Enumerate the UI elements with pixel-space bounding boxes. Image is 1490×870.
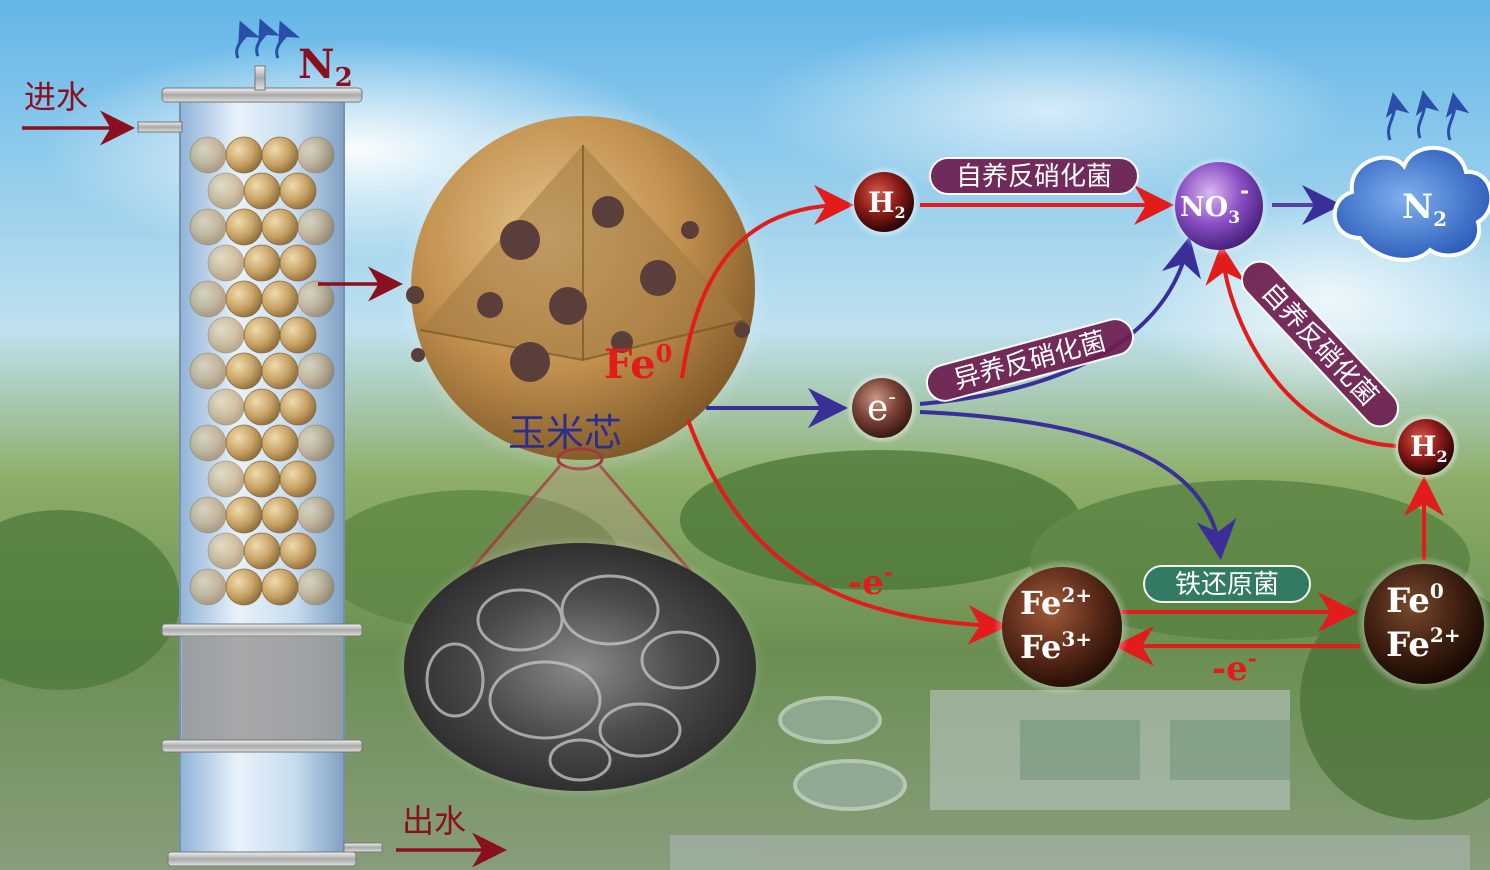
packed-bead bbox=[190, 353, 226, 389]
packed-bead bbox=[262, 353, 298, 389]
packed-bead bbox=[226, 353, 262, 389]
packed-bead bbox=[244, 173, 280, 209]
packed-bead bbox=[244, 461, 280, 497]
iron-ions-node: Fe2+ Fe3+ bbox=[994, 559, 1130, 695]
h2-right-node: H2 bbox=[1392, 413, 1460, 481]
packed-bead bbox=[298, 137, 334, 173]
packed-bead bbox=[298, 425, 334, 461]
iron-solid-node: Fe0 Fe2+ bbox=[1356, 556, 1490, 692]
packed-bead bbox=[208, 389, 244, 425]
column-mid-flange bbox=[162, 624, 362, 636]
gas-outlet-pipe bbox=[255, 66, 265, 90]
svg-text:自养反硝化菌: 自养反硝化菌 bbox=[956, 162, 1112, 192]
pill-autotrophic-top: 自养反硝化菌 bbox=[930, 158, 1138, 194]
packed-bead bbox=[244, 389, 280, 425]
packed-bead bbox=[208, 245, 244, 281]
outlet-label: 出水 bbox=[402, 802, 466, 840]
composite-particle: Fe0 玉米芯 bbox=[395, 100, 771, 476]
packed-bead bbox=[226, 569, 262, 605]
packed-bead bbox=[226, 497, 262, 533]
packed-bead bbox=[280, 461, 316, 497]
packed-bead bbox=[190, 497, 226, 533]
packed-bead bbox=[226, 137, 262, 173]
packed-bead bbox=[208, 173, 244, 209]
packed-bead bbox=[208, 317, 244, 353]
core-label: 玉米芯 bbox=[508, 411, 622, 455]
packed-bead bbox=[262, 569, 298, 605]
packed-bead bbox=[280, 533, 316, 569]
nitrate-node: NO3- bbox=[1169, 156, 1269, 256]
packed-bead bbox=[226, 281, 262, 317]
packed-bead bbox=[190, 137, 226, 173]
packed-bead bbox=[226, 425, 262, 461]
packed-bead bbox=[298, 281, 334, 317]
packed-bead bbox=[190, 281, 226, 317]
packed-bead bbox=[262, 497, 298, 533]
packed-bead bbox=[280, 173, 316, 209]
support-mesh bbox=[182, 636, 342, 742]
pill-iron-reducing: 铁还原菌 bbox=[1144, 566, 1310, 602]
packed-bead bbox=[244, 245, 280, 281]
packed-bead bbox=[298, 209, 334, 245]
packed-bead bbox=[244, 533, 280, 569]
packed-bead bbox=[244, 317, 280, 353]
packed-bead bbox=[262, 281, 298, 317]
inlet-pipe bbox=[138, 122, 182, 132]
packed-bead bbox=[280, 389, 316, 425]
packed-bead bbox=[280, 317, 316, 353]
packed-bead bbox=[280, 245, 316, 281]
packed-bead bbox=[226, 209, 262, 245]
inlet-label: 进水 bbox=[24, 78, 88, 116]
column-low-flange bbox=[162, 740, 362, 752]
packed-bead bbox=[190, 569, 226, 605]
packed-bead bbox=[262, 209, 298, 245]
packed-bead bbox=[190, 425, 226, 461]
packed-bead bbox=[262, 137, 298, 173]
h2-top-node: H2 bbox=[848, 166, 920, 238]
packed-bead bbox=[298, 497, 334, 533]
packed-bead bbox=[190, 209, 226, 245]
packed-bead bbox=[208, 461, 244, 497]
outlet-pipe bbox=[344, 843, 382, 852]
electron-node: e- bbox=[846, 372, 918, 444]
packed-bead bbox=[208, 533, 244, 569]
svg-text:铁还原菌: 铁还原菌 bbox=[1175, 570, 1279, 600]
packed-bead bbox=[262, 425, 298, 461]
packed-bead bbox=[298, 569, 334, 605]
packed-bead bbox=[298, 353, 334, 389]
column-bottom-flange bbox=[168, 852, 356, 866]
sem-micrograph bbox=[396, 535, 764, 799]
